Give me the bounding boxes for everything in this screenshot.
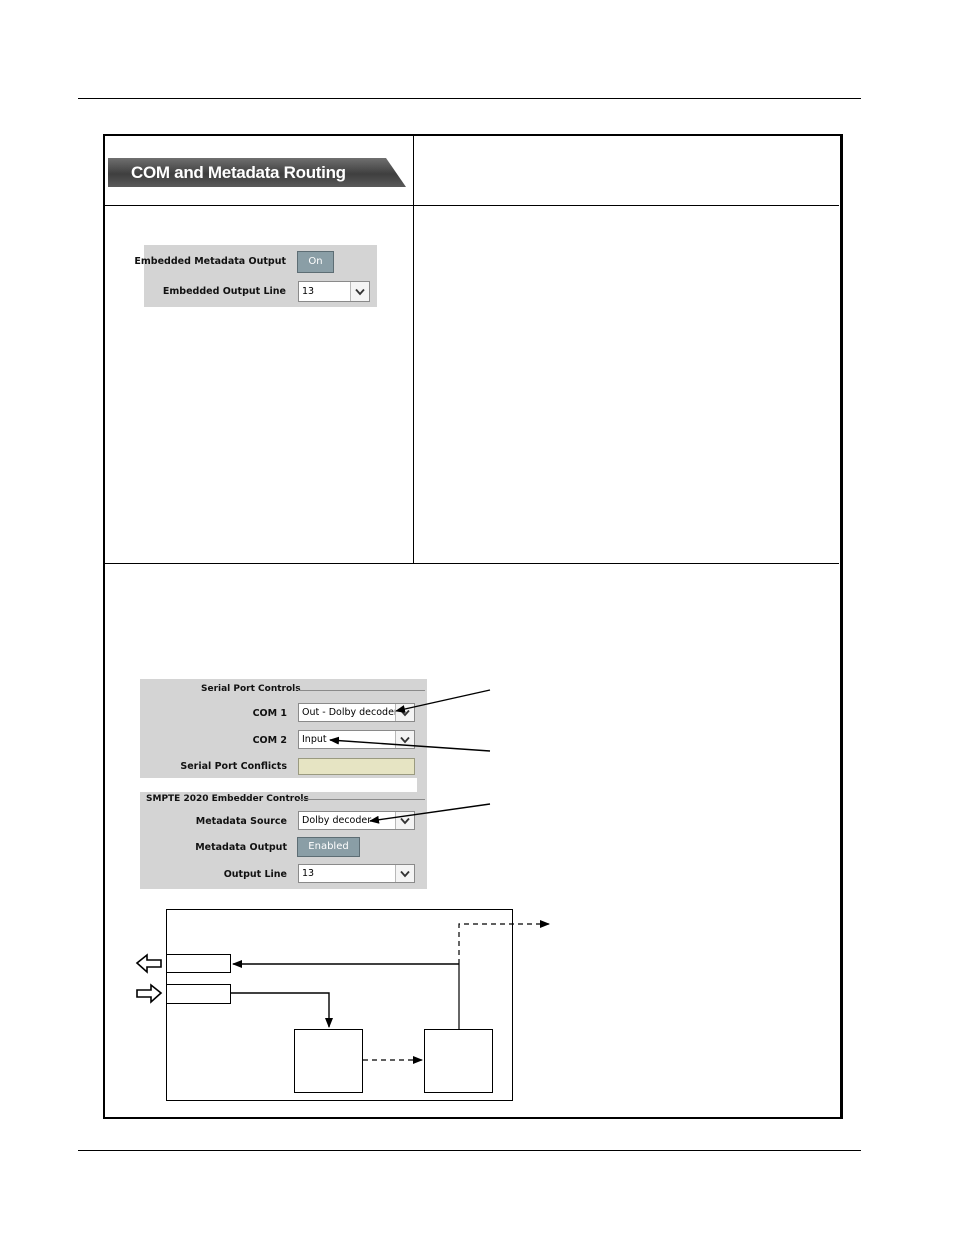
section-divider [298,799,425,800]
output-line-select[interactable]: 13 [298,864,415,883]
section-divider [298,690,425,691]
serial-port-conflicts-label: Serial Port Conflicts [180,761,287,772]
embedder-block [424,1029,493,1093]
embedded-output-line-value: 13 [302,286,315,297]
com1-callout-arrow [395,689,491,713]
chevron-down-icon[interactable] [395,865,414,882]
chevron-down-icon[interactable] [350,282,369,301]
com2-label: COM 2 [252,735,287,746]
com2-callout-arrow [329,736,491,752]
metadata-source-value: Dolby decoder [302,815,372,826]
banner-notch [386,158,406,187]
row-divider [104,563,839,564]
com-in-port-box [166,984,231,1004]
output-line-label: Output Line [223,869,287,880]
chevron-down-icon[interactable] [395,731,414,748]
section-banner: COM and Metadata Routing [108,158,406,187]
column-divider [413,136,414,564]
serial-port-conflicts-field [298,758,415,775]
serial-port-controls-heading: Serial Port Controls [201,684,301,694]
table-frame [103,134,843,1119]
embedded-metadata-output-button[interactable]: On [297,251,334,273]
com-out-port-box [166,954,231,973]
embedded-metadata-panel: Embedded Metadata Output On Embedded Out… [134,245,377,307]
arrow-left-hollow-icon [135,953,162,974]
decoder-block [294,1029,363,1093]
arrow-right-hollow-icon [136,983,163,1004]
embedded-output-line-label: Embedded Output Line [162,286,286,297]
embedded-metadata-output-label: Embedded Metadata Output [134,256,286,267]
header-rule [78,98,861,99]
smpte-embedder-controls-heading: SMPTE 2020 Embedder Controls [146,794,309,804]
metadata-output-button[interactable]: Enabled [297,837,360,857]
com1-value: Out - Dolby decoder [302,707,398,718]
output-line-value: 13 [302,868,315,879]
metadata-source-label: Metadata Source [195,816,287,827]
embedded-output-line-select[interactable]: 13 [298,281,370,302]
com-metadata-panel: Serial Port Controls COM 1 Out - Dolby d… [140,679,427,889]
footer-rule [78,1150,861,1151]
panel-gap [140,778,417,792]
metadata-source-callout-arrow [369,803,491,824]
metadata-output-label: Metadata Output [195,842,287,853]
com2-value: Input [302,734,327,745]
row-divider [104,205,839,206]
com1-label: COM 1 [252,708,287,719]
